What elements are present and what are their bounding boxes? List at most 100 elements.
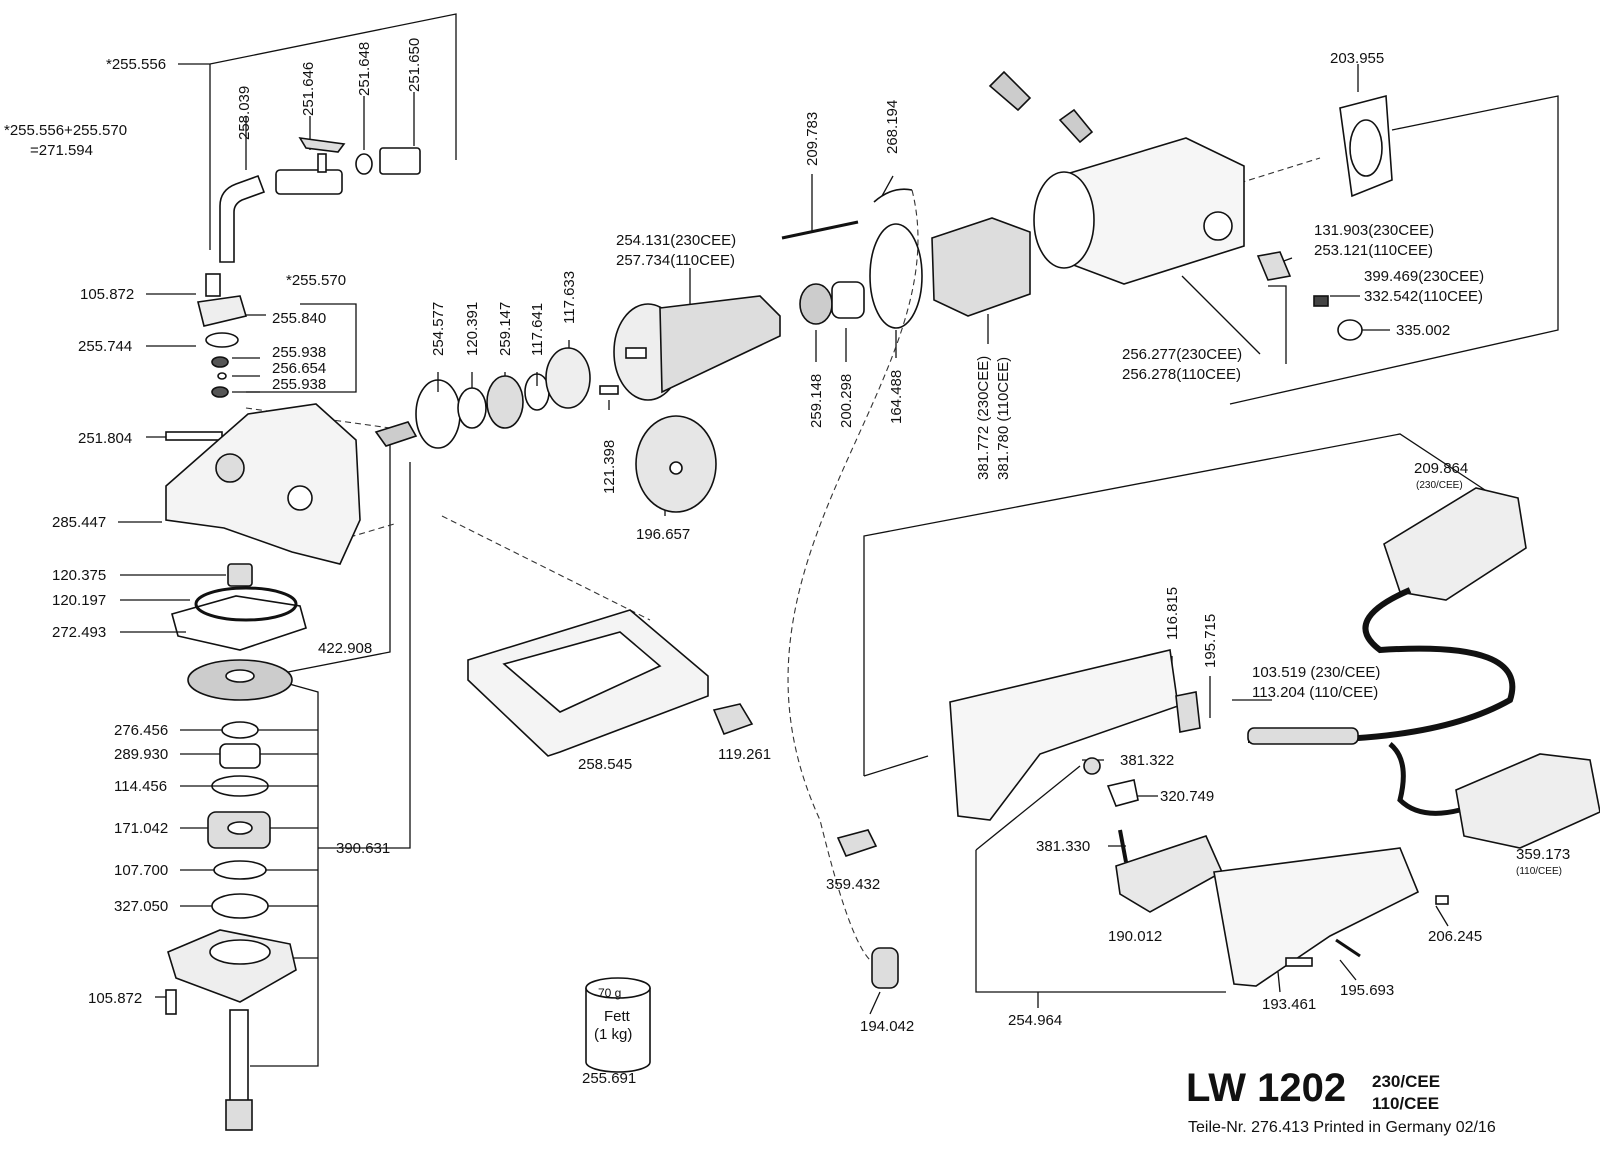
plug-359173	[1455, 753, 1600, 849]
screw-206245	[1435, 895, 1449, 905]
part-label-251804: 251.804	[78, 430, 133, 447]
part-label-256654: 256.654	[272, 360, 327, 377]
part-label-113204: 113.204 (110/CEE)	[1252, 684, 1379, 701]
screw-251804	[165, 431, 223, 441]
part-label-105872-bottom: 105.872	[88, 990, 143, 1007]
part-label-381780: 381.780 (110CEE)	[995, 356, 1012, 480]
part-label-289930: 289.930	[114, 746, 169, 763]
nut-381322	[1083, 757, 1101, 775]
sleeve-289930	[219, 743, 261, 769]
screw-209783	[781, 220, 859, 240]
part-label-120375: 120.375	[52, 567, 107, 584]
part-label-121398: 121.398	[601, 439, 618, 494]
bearing-259148	[799, 283, 833, 325]
part-label-190012: 190.012	[1108, 928, 1163, 945]
part-label-195693: 195.693	[1340, 982, 1395, 999]
brush-holder-131903	[1256, 251, 1292, 281]
suppressor-194042	[871, 947, 899, 989]
carbon-brush-399469	[1313, 295, 1329, 307]
part-label-335002: 335.002	[1396, 322, 1451, 339]
plug-209864	[1383, 487, 1527, 601]
part-label-131903: 131.903(230CEE)	[1314, 222, 1435, 239]
bearing-276456	[221, 721, 259, 739]
voltage-230: 230/CEE	[1372, 1072, 1441, 1091]
part-label-422908: 422.908	[318, 640, 373, 657]
part-label-255840: 255.840	[272, 310, 327, 327]
part-label-381322: 381.322	[1120, 752, 1175, 769]
part-label-114456: 114.456	[114, 778, 168, 795]
part-label-116815: 116.815	[1164, 586, 1181, 640]
part-label-206245: 206.245	[1428, 928, 1483, 945]
part-label-276456: 276.456	[114, 722, 169, 739]
grease-jar-255691	[585, 988, 651, 1073]
part-label-253121: 253.121(110CEE)	[1314, 242, 1433, 259]
part-label-381772: 381.772 (230CEE)	[975, 355, 992, 480]
seal-327050	[211, 893, 269, 919]
part-label-332542: 332.542(110CEE)	[1364, 288, 1483, 305]
part-label-120197: 120.197	[52, 592, 107, 609]
part-label-117641: 117.641	[529, 302, 546, 356]
part-label-120391: 120.391	[464, 301, 481, 356]
part-label-259147: 259.147	[497, 301, 514, 356]
grease-weight: 70 g	[598, 986, 622, 1000]
spring-381330	[1118, 829, 1128, 863]
part-label-105872-top: 105.872	[80, 286, 135, 303]
part-label-209783: 209.783	[804, 111, 821, 166]
gear-housing-285447	[165, 403, 361, 565]
part-label-285447: 285.447	[52, 514, 107, 531]
part-label-251650: 251.650	[406, 37, 423, 92]
part-label-254964: 254.964	[1008, 1012, 1063, 1029]
part-label-255691: 255.691	[582, 1070, 637, 1087]
lock-320749	[1106, 779, 1139, 807]
cable	[1248, 587, 1516, 743]
part-label-271594: =271.594	[30, 142, 93, 159]
part-label-255938-b: 255.938	[272, 376, 327, 393]
valve-251646	[275, 169, 343, 195]
switch-190012	[1115, 835, 1224, 913]
part-label-119261: 119.261	[718, 746, 772, 763]
part-label-359432: 359.432	[826, 876, 881, 893]
washer-107700	[213, 860, 267, 880]
pinion	[374, 421, 418, 447]
part-label-195715: 195.715	[1202, 613, 1219, 668]
part-label-327050: 327.050	[114, 898, 169, 915]
part-label-254131: 254.131(230CEE)	[616, 232, 737, 249]
part-label-193461: 193.461	[1262, 996, 1317, 1013]
nipple-251650	[379, 147, 421, 175]
stator-381772	[931, 217, 1031, 317]
part-label-272493: 272.493	[52, 624, 107, 641]
part-label-251648: 251.648	[356, 41, 373, 96]
part-label-381330: 381.330	[1036, 838, 1091, 855]
part-label-194042: 194.042	[860, 1018, 915, 1035]
ring-251648	[355, 153, 373, 175]
screw-193461	[1285, 957, 1313, 967]
part-label-255556: *255.556	[106, 56, 167, 73]
brush-holder-top	[988, 70, 1032, 112]
clip-268194	[873, 188, 913, 203]
part-label-combo: *255.556+255.570	[4, 122, 128, 139]
sleeve-200298	[831, 281, 865, 319]
screw-105872b	[165, 989, 177, 1015]
leader-255556	[178, 13, 457, 160]
part-label-117633: 117.633	[561, 270, 578, 324]
part-label-164488: 164.488	[888, 369, 905, 424]
model-title: LW 1202	[1186, 1066, 1347, 1110]
part-label-359173: 359.173	[1516, 846, 1571, 863]
part-label-196657: 196.657	[636, 526, 691, 543]
bolt-119261	[712, 703, 754, 736]
plate-117633	[545, 347, 591, 409]
screw-195693	[1335, 938, 1361, 958]
part-label-251646: 251.646	[300, 61, 317, 116]
part-label-107700: 107.700	[114, 862, 169, 879]
part-label-103519: 103.519 (230/CEE)	[1252, 664, 1381, 681]
part-label-257734: 257.734(110CEE)	[616, 252, 735, 269]
bracket-255840	[197, 295, 248, 327]
part-label-171042: 171.042	[114, 820, 169, 837]
part-label-258545: 258.545	[578, 756, 633, 773]
voltage-110: 110/CEE	[1372, 1094, 1440, 1113]
terminal-359432	[836, 829, 878, 857]
bearing-259147	[486, 375, 524, 429]
circlip-114456	[211, 775, 269, 797]
o-ring-120197	[194, 586, 298, 622]
